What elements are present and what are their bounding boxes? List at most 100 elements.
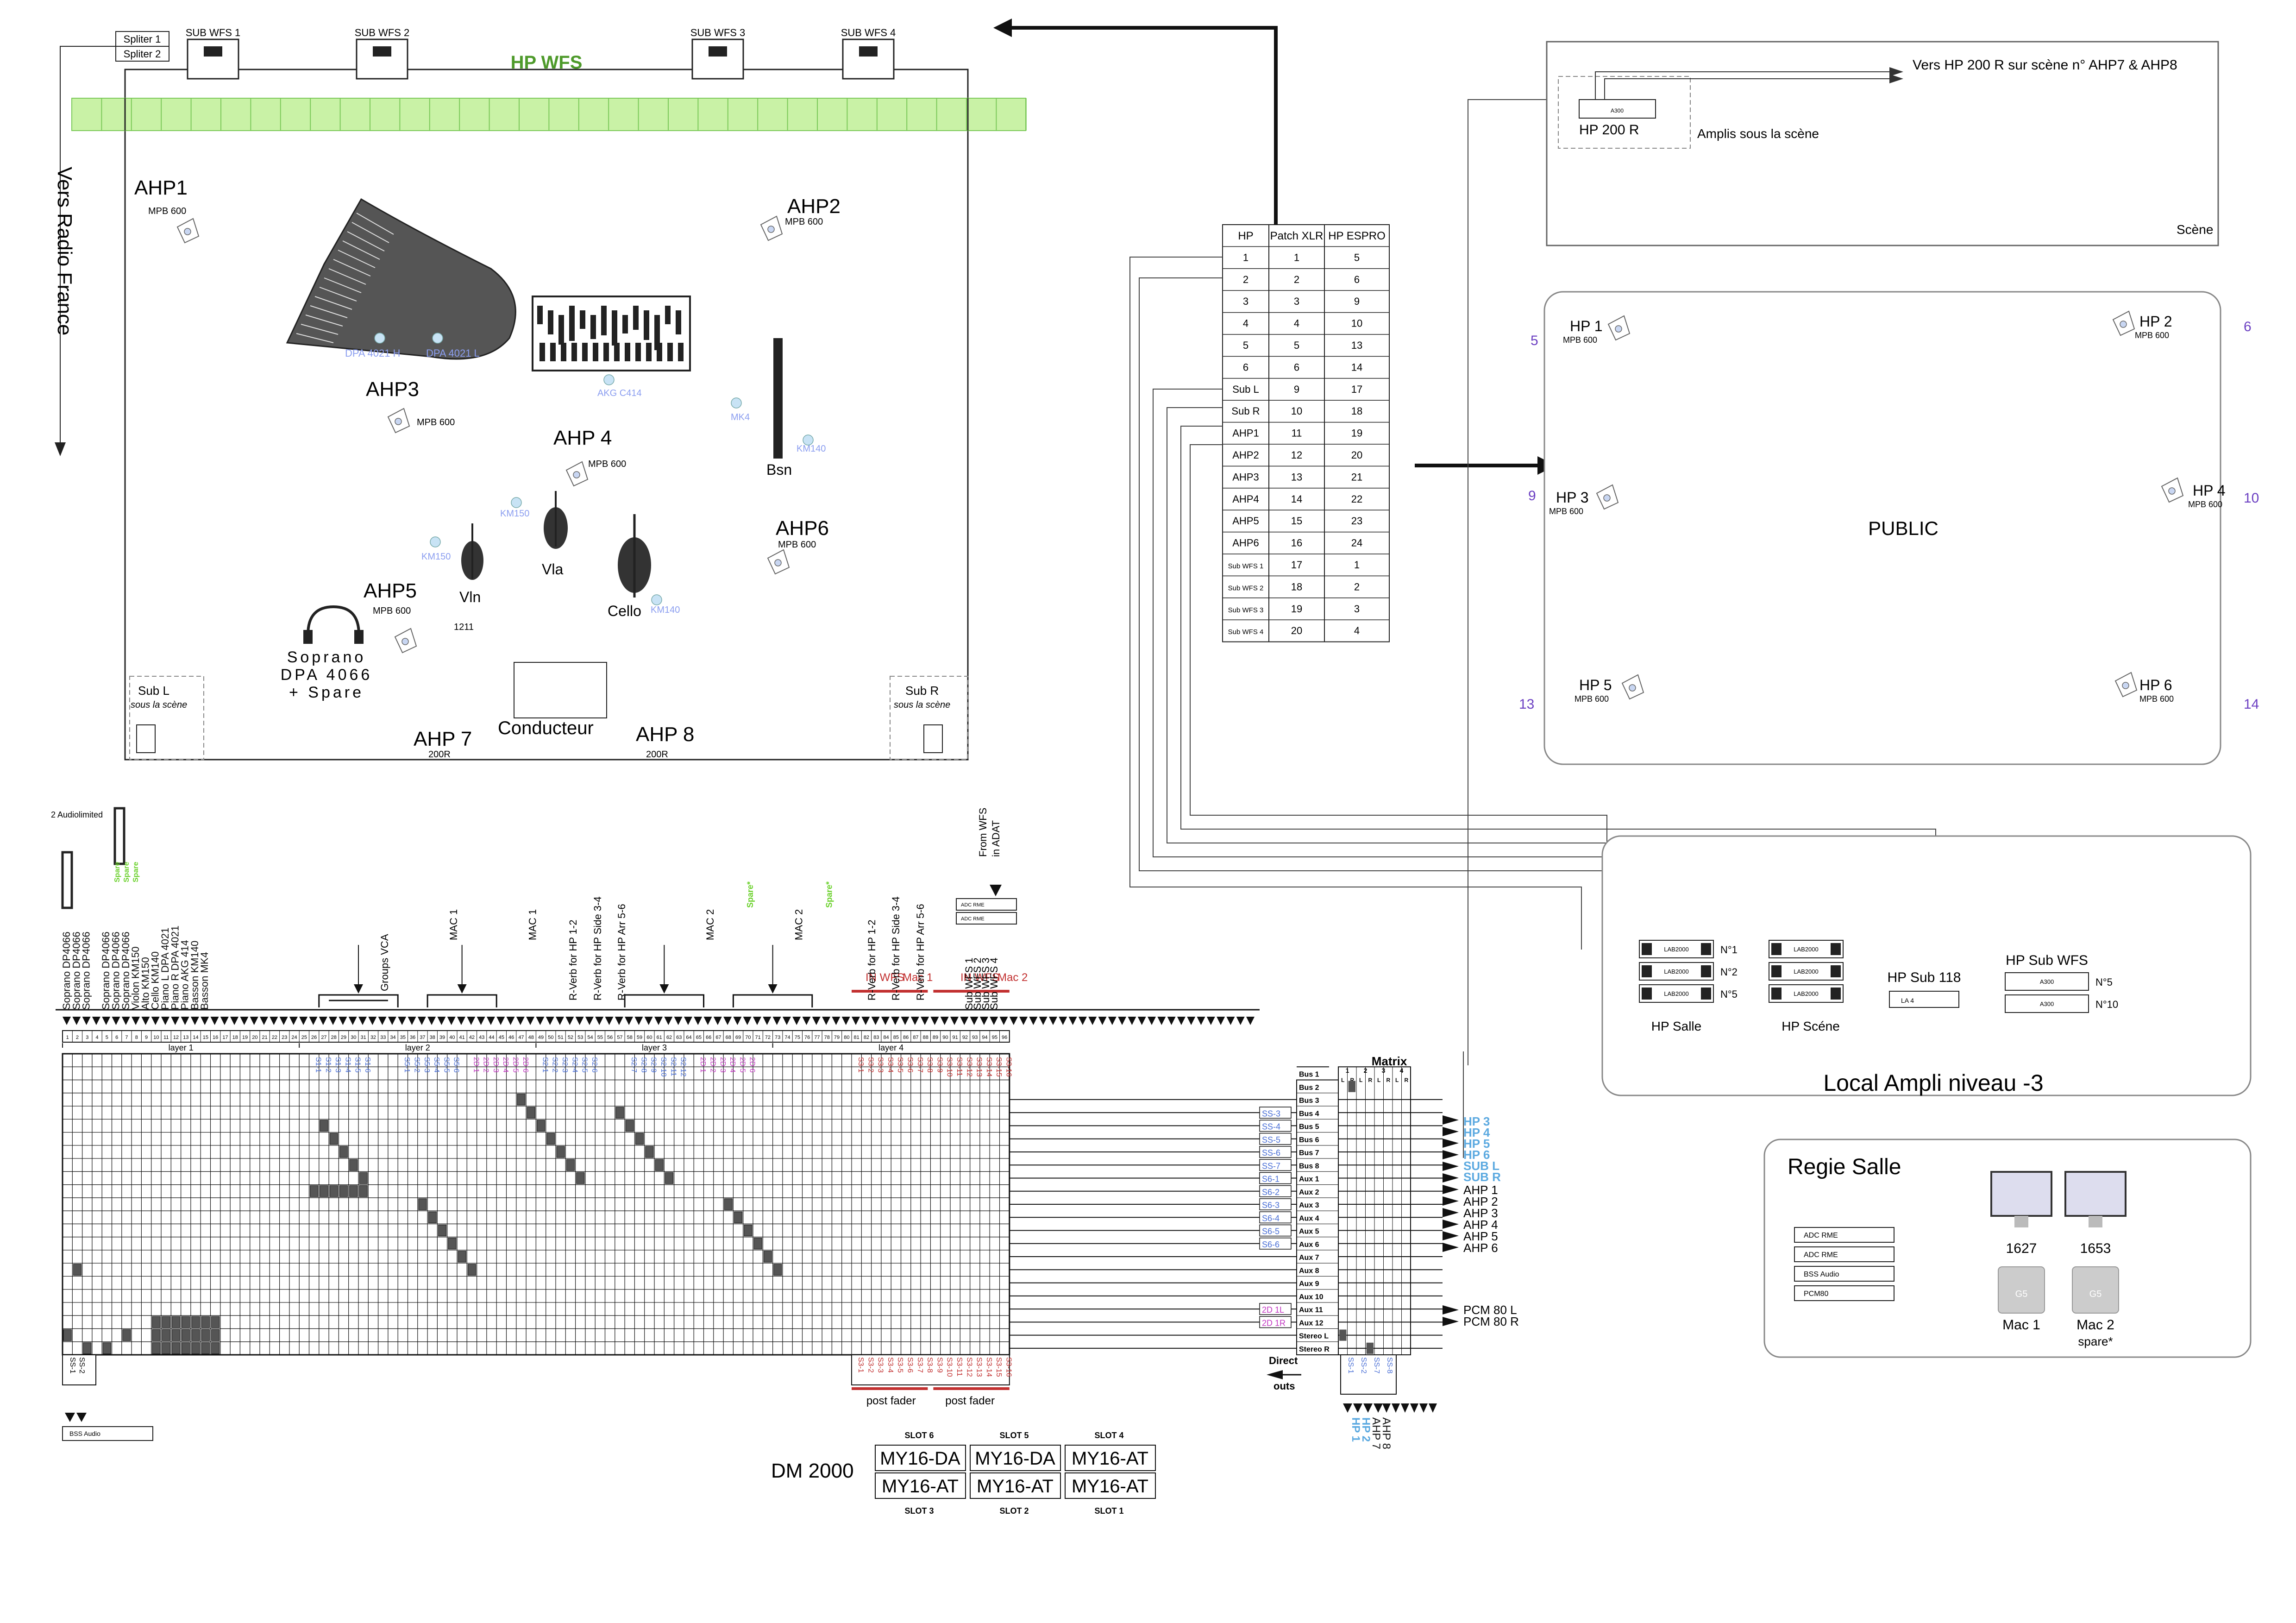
channel-number: 6 xyxy=(115,1035,118,1040)
arrow-left-icon xyxy=(1267,1370,1283,1379)
routing-checkmark xyxy=(448,1238,457,1250)
bus-label: Aux 11 xyxy=(1299,1306,1323,1314)
input-connector-icon xyxy=(615,1017,623,1025)
piano-key xyxy=(351,222,389,243)
amp-handle xyxy=(1831,988,1841,1000)
channel-number: 78 xyxy=(824,1035,830,1040)
group-bracket xyxy=(318,994,399,1007)
column-tag: S1-4 xyxy=(344,1057,351,1073)
channel-number: 38 xyxy=(430,1035,435,1040)
routing-checkmark xyxy=(211,1342,220,1354)
conductor-label: Conducteur xyxy=(498,718,594,738)
routing-checkmark xyxy=(73,1264,82,1276)
column-tag: S2-2 xyxy=(551,1057,559,1073)
input-connector-icon xyxy=(82,1017,91,1025)
subwoofer-icon xyxy=(923,724,943,753)
channel-label: MAC 1 xyxy=(448,909,459,940)
sub-r-label: Sub R xyxy=(905,684,939,698)
scene-corner-label: Scène xyxy=(2177,222,2213,237)
input-connector-icon xyxy=(733,1017,742,1025)
headphones-icon xyxy=(307,605,360,635)
channel-number: 23 xyxy=(282,1035,287,1040)
input-connector-icon xyxy=(151,1017,160,1025)
table-cell: 6 xyxy=(1243,361,1248,373)
input-connector-icon xyxy=(634,1017,643,1025)
table-cell: 13 xyxy=(1351,340,1362,351)
routing-checkmark xyxy=(467,1264,477,1276)
microphone-icon xyxy=(803,434,814,446)
slot-label: SLOT 3 xyxy=(904,1506,934,1516)
speaker-model: MPB 600 xyxy=(778,540,816,550)
amp-group-label: HP Sub WFS xyxy=(2006,953,2088,968)
channel-number: 39 xyxy=(439,1035,445,1040)
table-cell: 6 xyxy=(1294,361,1299,373)
mic-label: KM150 xyxy=(500,509,529,519)
channel-number: 83 xyxy=(873,1035,879,1040)
input-connector-icon xyxy=(743,1017,752,1025)
amp-handle xyxy=(1701,965,1711,977)
direct-out-label: S3-12 xyxy=(965,1357,973,1377)
channel-number: 50 xyxy=(548,1035,553,1040)
sub-wfs-label: SUB WFS 3 xyxy=(690,27,746,38)
grand-piano-icon xyxy=(286,198,516,360)
microphone-icon xyxy=(374,333,385,344)
amplifier-icon xyxy=(2005,972,2089,991)
keyboard-key xyxy=(580,310,585,329)
input-connector-icon xyxy=(1236,1017,1245,1025)
radio-label: Vers Radio France xyxy=(53,167,76,335)
table-cell: 4 xyxy=(1354,625,1360,636)
channel-label: Groups VCA xyxy=(379,934,390,991)
channel-label: MAC 2 xyxy=(793,909,805,940)
input-connector-icon xyxy=(1059,1017,1067,1025)
bus-tag-box xyxy=(1259,1303,1292,1315)
bus-tag-box xyxy=(1259,1159,1292,1171)
public-speaker-model: MPB 600 xyxy=(2139,694,2174,704)
channel-label: Basson KM140 xyxy=(189,941,201,1010)
routing-checkmark xyxy=(418,1198,427,1210)
channel-label: R-Verb for HP Arr 5-6 xyxy=(616,904,627,1000)
channel-number: 75 xyxy=(795,1035,800,1040)
bus-tag: SS-3 xyxy=(1262,1109,1280,1118)
rack-device-icon xyxy=(62,1426,153,1441)
table-cell: 19 xyxy=(1351,428,1362,439)
channel-number: 76 xyxy=(804,1035,810,1040)
routing-checkmark xyxy=(527,1107,535,1119)
piano-key xyxy=(356,213,394,235)
direct-out-label: S3-3 xyxy=(877,1357,885,1373)
in-wfs-channel: S3-16 xyxy=(1005,1057,1013,1077)
direct-out-label: S3-8 xyxy=(926,1357,934,1373)
speaker-label: AHP1 xyxy=(134,176,188,199)
table-cell: 1 xyxy=(1294,252,1299,263)
arrow-right-icon xyxy=(1889,67,1903,76)
public-speaker-model: MPB 600 xyxy=(2135,331,2169,340)
amp-number: N°5 xyxy=(2095,976,2113,988)
bus-label: Aux 9 xyxy=(1299,1280,1319,1288)
channel-number: 5 xyxy=(106,1035,108,1040)
channel-label: Sub WFS 3 xyxy=(980,958,991,1010)
input-connector-icon xyxy=(1137,1017,1146,1025)
channel-number: 35 xyxy=(400,1035,406,1040)
public-speaker-number: 14 xyxy=(2244,697,2259,712)
channel-number: 57 xyxy=(617,1035,622,1040)
channel-label: Violon KM150 xyxy=(130,946,141,1010)
amplifier-icon xyxy=(2005,994,2089,1013)
public-speaker-label: HP 6 xyxy=(2139,677,2172,693)
in-wfs-channel: S3-8 xyxy=(926,1057,934,1073)
amp-handle xyxy=(1701,943,1711,955)
input-connector-icon xyxy=(861,1017,870,1025)
public-speaker-label: HP 2 xyxy=(2139,313,2172,330)
mic-label: KM140 xyxy=(651,605,680,615)
routing-checkmark xyxy=(428,1211,437,1223)
column-tag: S5-5 xyxy=(442,1057,450,1073)
input-connector-icon xyxy=(329,1017,338,1025)
bus-tag-box xyxy=(1259,1198,1292,1210)
speaker-cone xyxy=(774,559,782,566)
public-speaker-number: 5 xyxy=(1531,333,1538,348)
input-connector-icon xyxy=(852,1017,860,1025)
channel-label: Soprano DP4066 xyxy=(110,931,122,1010)
rack-device-label: ADC RME xyxy=(961,902,985,908)
channel-number: 93 xyxy=(972,1035,978,1040)
channel-label: Soprano DP4066 xyxy=(81,931,92,1010)
input-connector-icon xyxy=(1019,1017,1028,1025)
input-connector-icon xyxy=(901,1017,910,1025)
